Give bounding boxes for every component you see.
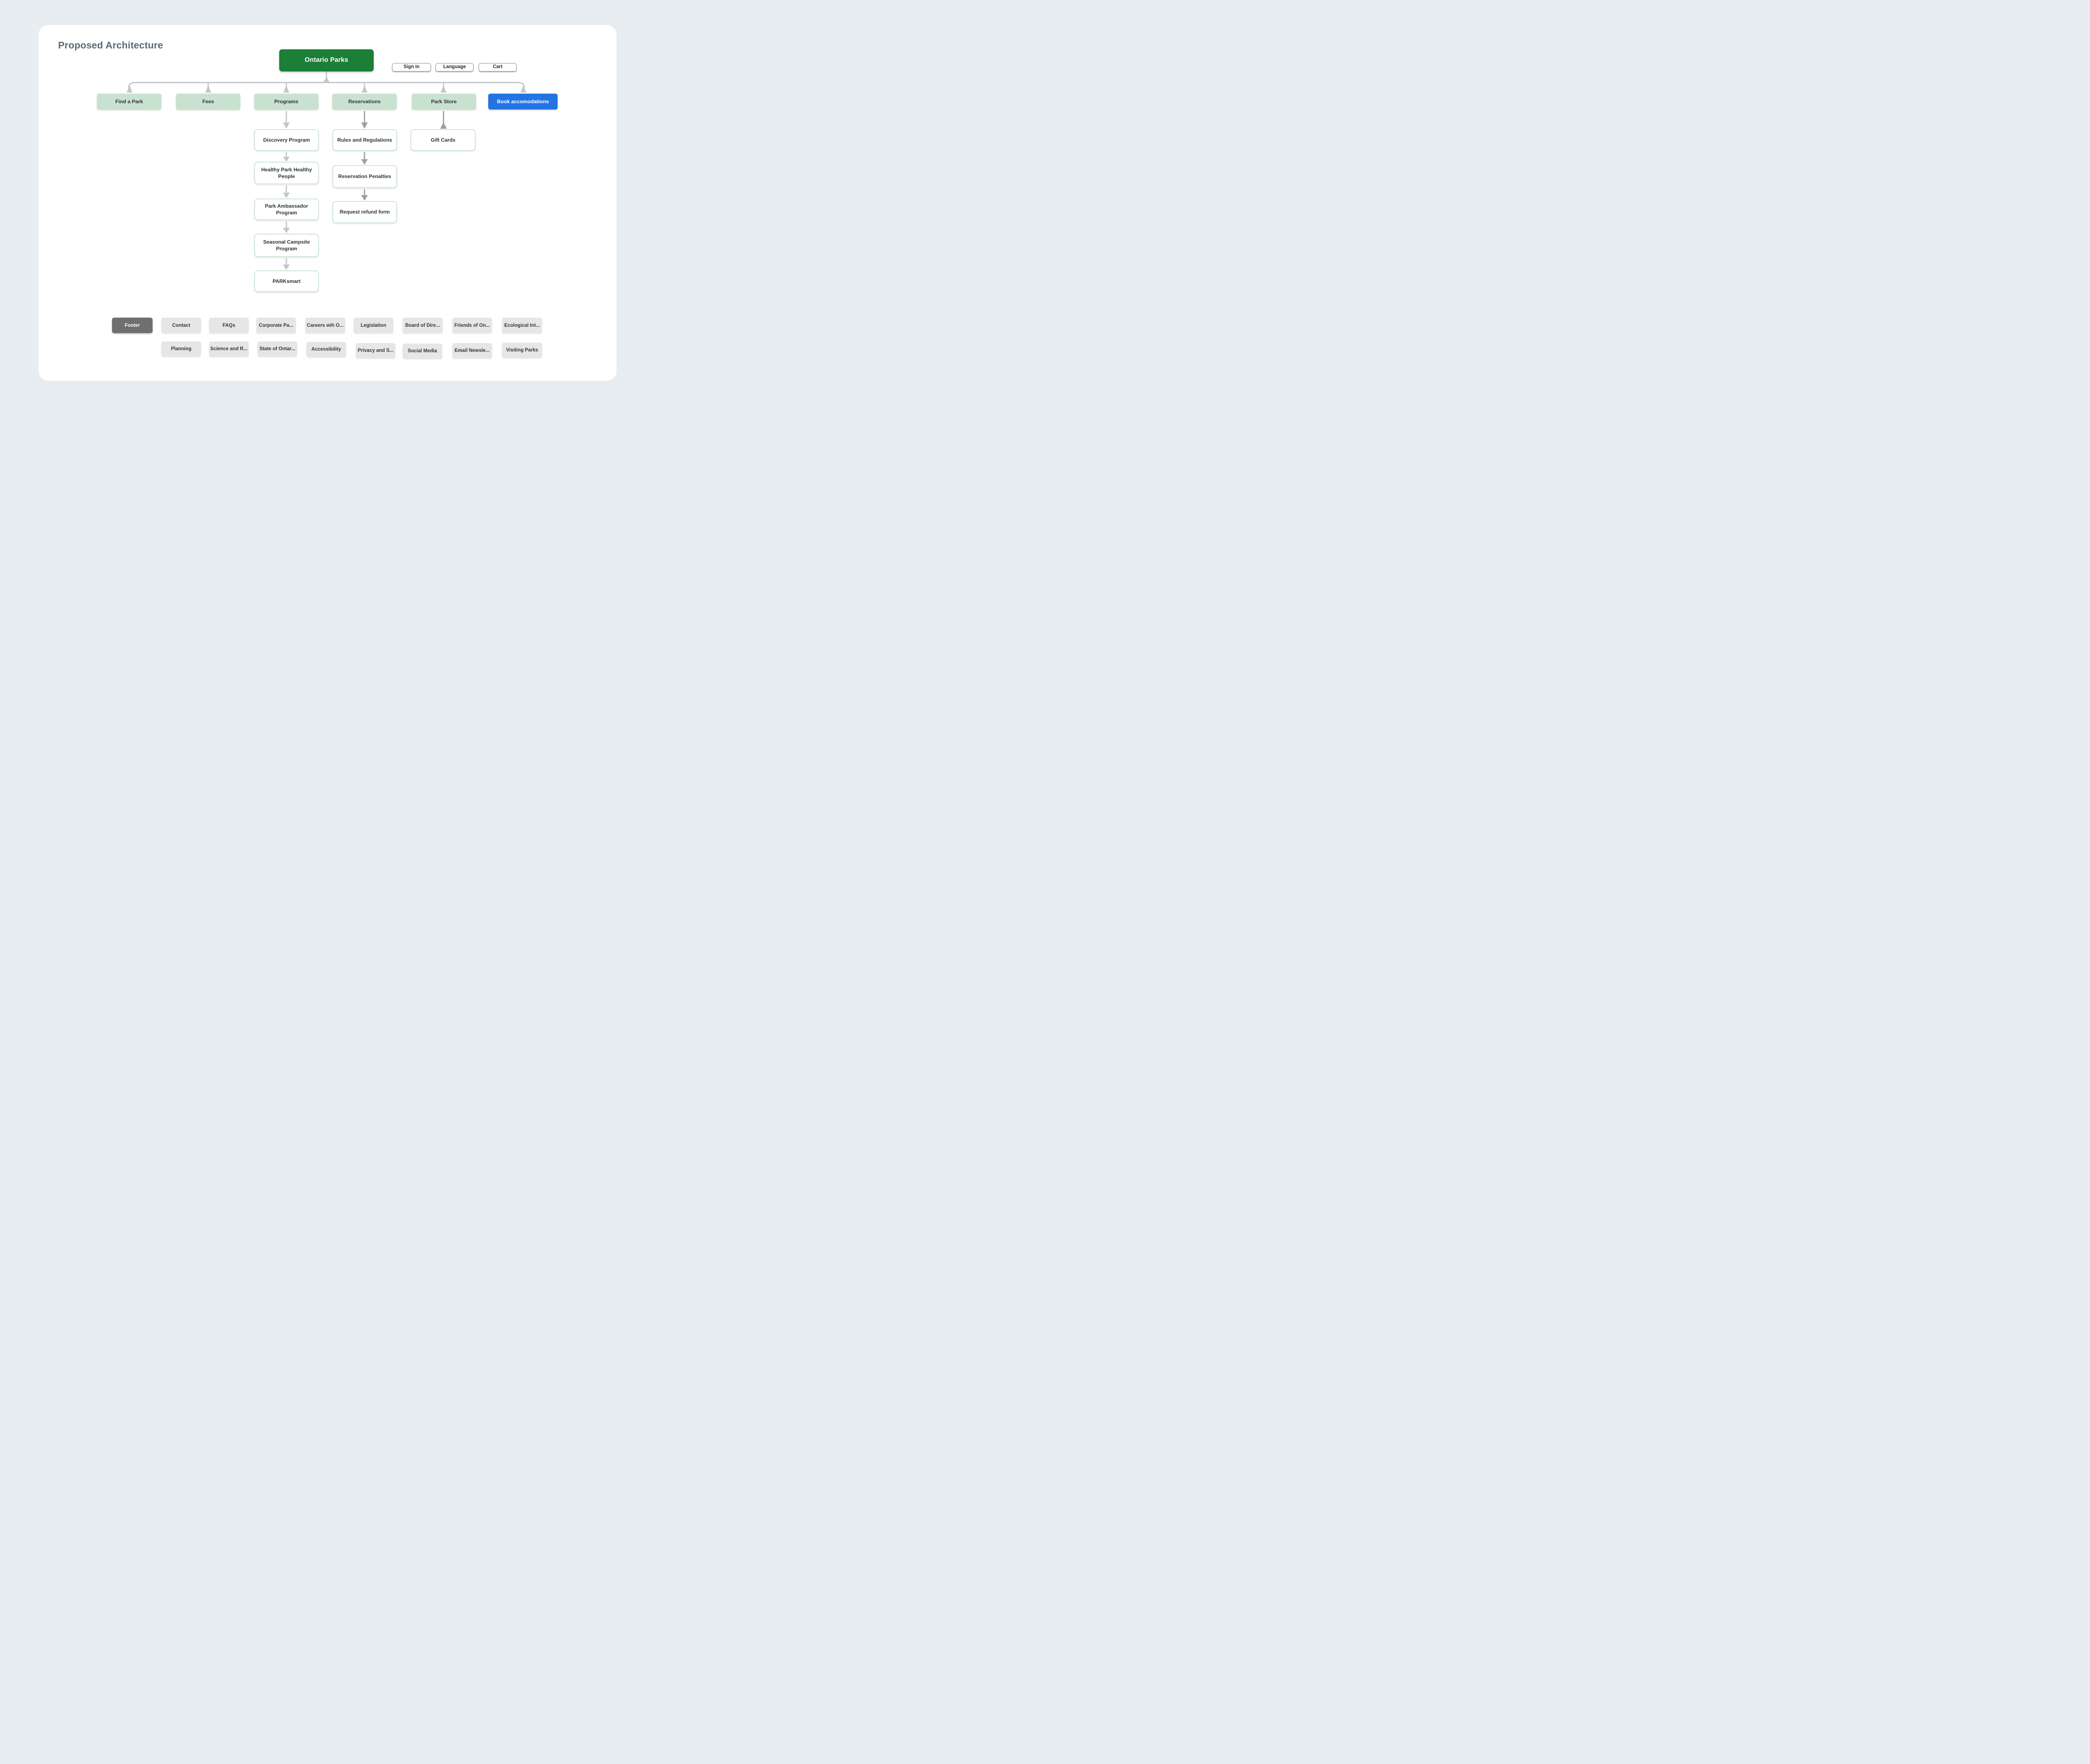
node-request-refund-form[interactable]: Request refund form: [332, 201, 397, 223]
node-board-of-dire[interactable]: Board of Dire...: [403, 318, 443, 333]
node-legislation[interactable]: Legislation: [354, 318, 393, 333]
node-faqs[interactable]: FAQs: [209, 318, 249, 333]
node-social-media[interactable]: Social Media: [403, 344, 442, 359]
page-title: Proposed Architecture: [58, 40, 163, 51]
node-science-and-r[interactable]: Science and R...: [209, 341, 249, 356]
node-reservations[interactable]: Reservations: [332, 94, 397, 109]
node-state-of-ontar[interactable]: State of Ontar...: [257, 341, 297, 356]
sign-in-button[interactable]: Sign in: [392, 63, 431, 71]
node-book-accomodations[interactable]: Book accomodations: [488, 94, 558, 109]
node-ecological-int[interactable]: Ecological Int...: [502, 318, 542, 333]
node-healthy-park-healthy-people[interactable]: Healthy Park Healthy People: [254, 162, 319, 184]
node-footer[interactable]: Footer: [112, 318, 153, 333]
canvas: Proposed Architecture: [0, 0, 653, 407]
language-button[interactable]: Language: [436, 63, 474, 71]
node-privacy-and-s[interactable]: Privacy and S...: [356, 343, 395, 358]
node-careers-wih-o[interactable]: Careers wih O...: [305, 318, 345, 333]
node-accessibility[interactable]: Accessibility: [306, 342, 346, 357]
node-programs[interactable]: Programs: [254, 94, 319, 109]
node-parksmart[interactable]: PARKsmart: [254, 270, 319, 292]
node-friends-of-on[interactable]: Friends of On...: [452, 318, 492, 333]
node-contact[interactable]: Contact: [161, 318, 201, 333]
node-park-ambassador-program[interactable]: Park Ambassador Program: [254, 199, 319, 220]
node-visiting-parks[interactable]: Visiting Parks: [502, 343, 542, 358]
node-find-a-park[interactable]: Find a Park: [97, 94, 161, 109]
node-gift-cards[interactable]: Gift Cards: [410, 129, 476, 151]
node-seasonal-campsite-program[interactable]: Seasonal Campsite Program: [254, 234, 319, 257]
node-fees[interactable]: Fees: [176, 94, 240, 109]
node-corporate-pa[interactable]: Corporate Pa...: [256, 318, 296, 333]
node-rules-and-regulations[interactable]: Rules and Regulations: [332, 129, 397, 151]
node-reservation-penalties[interactable]: Reservation Penalties: [332, 165, 397, 188]
node-planning[interactable]: Planning: [161, 341, 201, 356]
node-park-store[interactable]: Park Store: [412, 94, 476, 109]
node-email-newsle[interactable]: Email Newsle...: [452, 343, 492, 358]
node-discovery-program[interactable]: Discovery Program: [254, 129, 319, 151]
cart-button[interactable]: Cart: [479, 63, 517, 71]
node-ontario-parks[interactable]: Ontario Parks: [279, 49, 374, 71]
